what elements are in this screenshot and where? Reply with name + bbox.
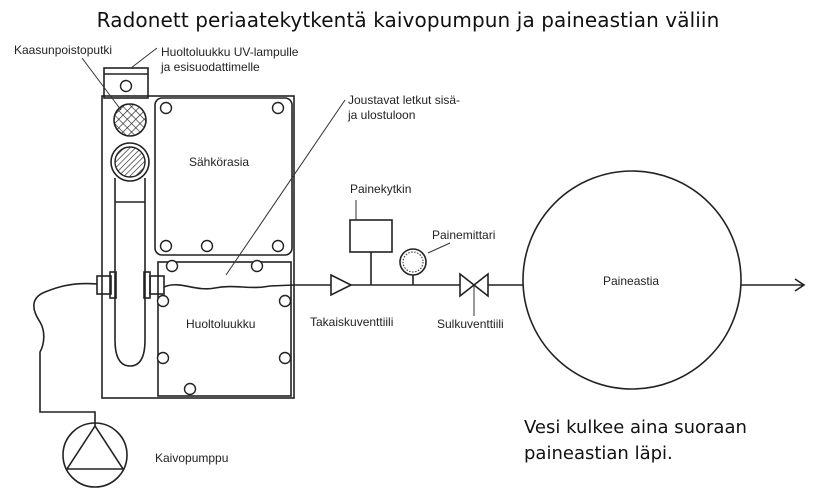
flow-arrow-icon bbox=[794, 278, 806, 292]
pressure-switch-label: Painekytkin bbox=[350, 182, 411, 196]
check-valve-icon bbox=[330, 273, 353, 297]
uv-tube bbox=[114, 178, 146, 367]
pressure-gauge-icon bbox=[399, 248, 427, 276]
pressure-tank bbox=[522, 170, 742, 390]
electrical-box-label: Sähkörasia bbox=[189, 155, 249, 169]
well-pump-label: Kaivopumppu bbox=[155, 451, 228, 465]
diagram-title: Radonett periaatekytkentä kaivopumpun ja… bbox=[96, 8, 720, 32]
service-hatch-label: Huoltoluukku bbox=[186, 317, 255, 331]
hoses-label-1: Joustavat letkut sisä- bbox=[348, 93, 460, 107]
radonett-unit bbox=[96, 67, 295, 399]
uv-hatch-label-2: ja esisuodattimelle bbox=[160, 60, 260, 74]
electrical-box bbox=[154, 97, 293, 256]
uv-lamp-hatch bbox=[103, 67, 149, 99]
uv-tube-top-icon bbox=[114, 146, 146, 178]
well-pump-icon bbox=[62, 422, 128, 488]
uv-hatch-label-1: Huoltoluukku UV-lampulle bbox=[161, 45, 299, 59]
shutoff-valve-label: Sulkuventtiili bbox=[437, 317, 504, 331]
shutoff-valve-icon bbox=[459, 272, 476, 298]
gas-vent-label: Kaasunpoistoputki bbox=[14, 43, 112, 57]
inlet-hose bbox=[33, 282, 98, 426]
outlet-hose bbox=[163, 283, 295, 290]
gas-vent-icon bbox=[113, 103, 147, 137]
flow-note-line-1: Vesi kulkee aina suoraan bbox=[524, 417, 747, 438]
service-hatch bbox=[157, 261, 292, 397]
flow-note-line-2: paineastian läpi. bbox=[524, 443, 673, 464]
pressure-gauge-label: Painemittari bbox=[432, 228, 495, 242]
pressure-tank-label: Paineastia bbox=[603, 274, 659, 288]
hoses-label-2: ja ulostuloon bbox=[347, 108, 415, 122]
pressure-switch-icon bbox=[349, 219, 393, 253]
check-valve-label: Takaiskuventtiili bbox=[310, 315, 393, 329]
